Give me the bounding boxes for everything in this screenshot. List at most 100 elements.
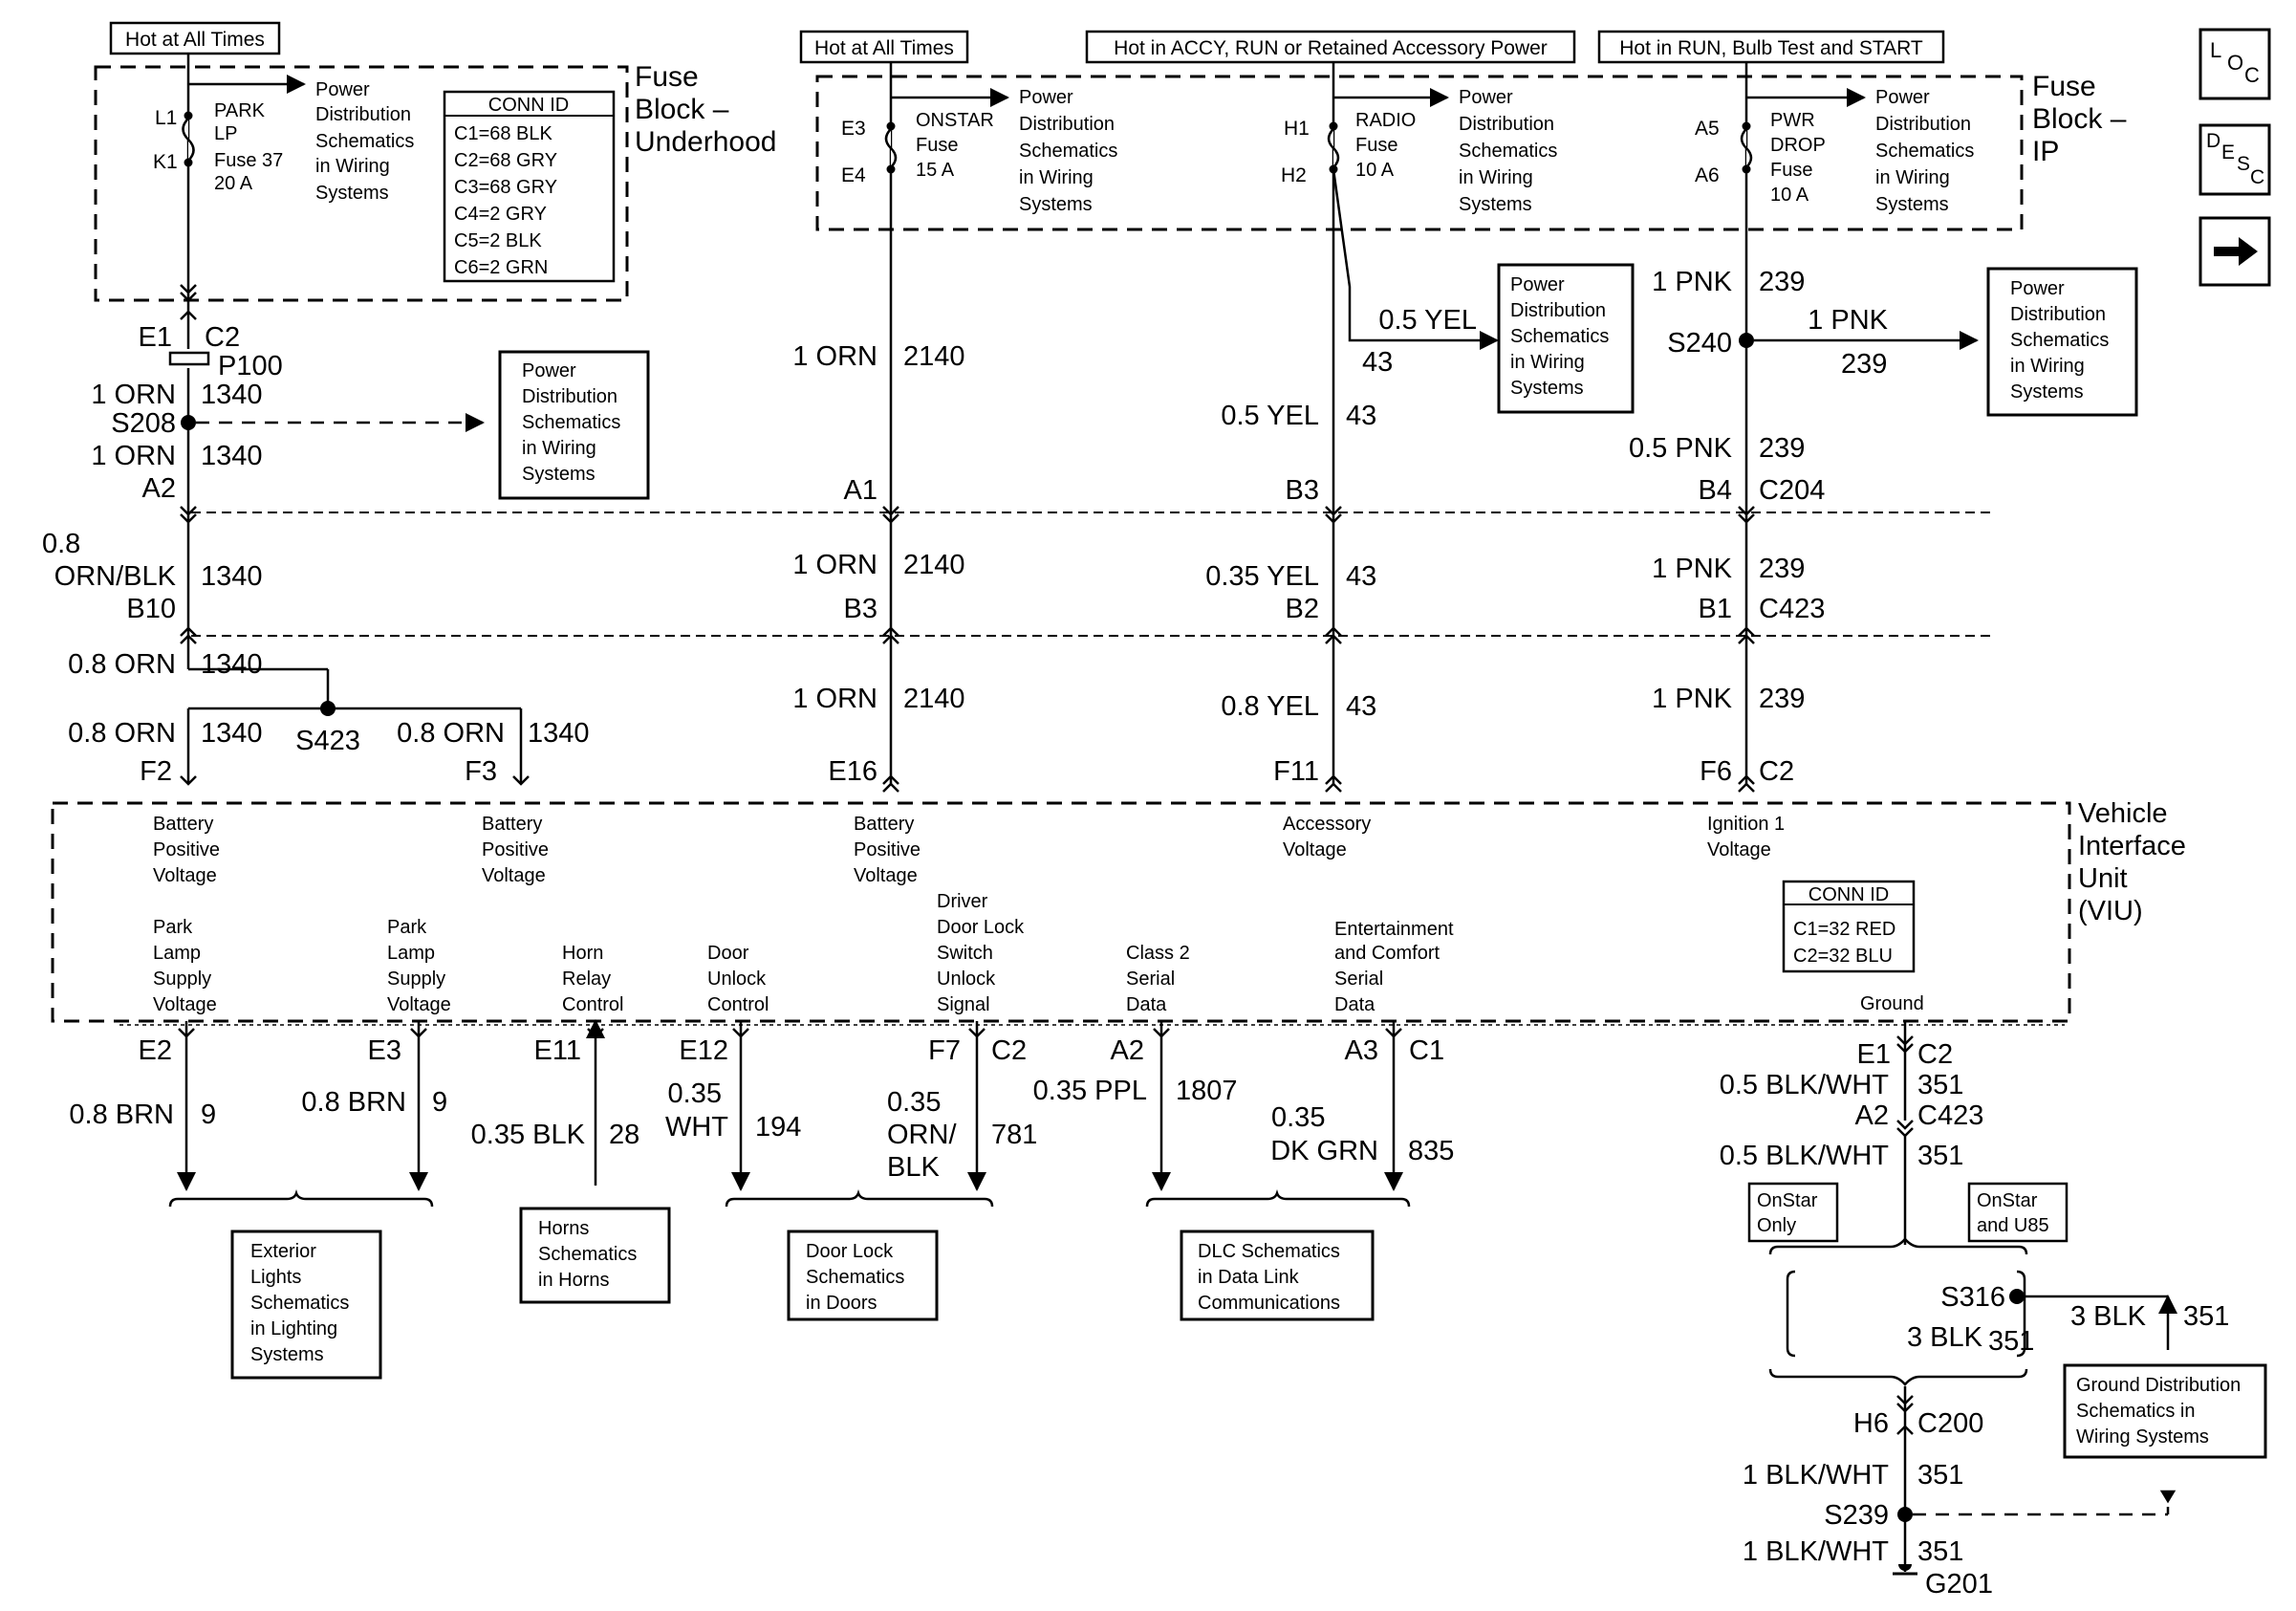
- svg-text:28: 28: [609, 1120, 639, 1150]
- svg-text:Horn: Horn: [562, 943, 603, 964]
- svg-text:Block –: Block –: [635, 94, 729, 125]
- vehicle-interface-unit: Vehicle Interface Unit (VIU) Battery Pos…: [51, 798, 2186, 1023]
- svg-text:Power: Power: [522, 360, 576, 381]
- svg-text:Voltage: Voltage: [387, 994, 451, 1015]
- svg-text:C: C: [2244, 63, 2260, 87]
- exterior-lights-ref[interactable]: Exterior Lights Schematics in Lighting S…: [230, 1230, 382, 1380]
- svg-text:351: 351: [1917, 1460, 1963, 1491]
- svg-text:Hot at All Times: Hot at All Times: [125, 29, 265, 51]
- svg-text:ORN/BLK: ORN/BLK: [54, 561, 177, 592]
- svg-text:Park: Park: [153, 917, 193, 938]
- svg-text:Fuse: Fuse: [1355, 135, 1397, 156]
- svg-text:DROP: DROP: [1770, 135, 1826, 156]
- power-distribution-ref-left[interactable]: Power Distribution Schematics in Wiring …: [498, 350, 650, 500]
- power-distribution-ref-mid[interactable]: Power Distribution Schematics in Wiring …: [1497, 263, 1635, 414]
- svg-text:Underhood: Underhood: [635, 126, 776, 158]
- next-page-arrow-button[interactable]: [2199, 216, 2271, 287]
- svg-text:0.35: 0.35: [887, 1087, 941, 1118]
- svg-text:DK GRN: DK GRN: [1270, 1136, 1378, 1166]
- onstar-u85-tag: OnStar and U85: [1967, 1182, 2069, 1243]
- svg-text:Schematics: Schematics: [522, 412, 620, 433]
- svg-text:Schematics: Schematics: [1875, 141, 1974, 162]
- svg-text:Schematics: Schematics: [2010, 330, 2109, 351]
- svg-text:Vehicle: Vehicle: [2078, 798, 2168, 829]
- svg-text:CONN ID: CONN ID: [488, 95, 569, 116]
- svg-text:0.35 YEL: 0.35 YEL: [1205, 561, 1319, 592]
- svg-text:Battery: Battery: [854, 814, 914, 835]
- svg-text:781: 781: [991, 1120, 1037, 1150]
- svg-text:in Wiring: in Wiring: [522, 438, 596, 459]
- horns-ref[interactable]: Horns Schematics in Horns: [519, 1207, 671, 1304]
- power-distribution-ref-right[interactable]: Power Distribution Schematics in Wiring …: [1986, 267, 2138, 417]
- svg-text:Exterior: Exterior: [250, 1241, 316, 1262]
- dlc-ref[interactable]: DLC Schematics in Data Link Communicatio…: [1180, 1230, 1375, 1321]
- svg-text:Lights: Lights: [250, 1267, 301, 1288]
- svg-text:B3: B3: [844, 594, 877, 624]
- svg-text:RADIO: RADIO: [1355, 110, 1416, 131]
- svg-text:C2: C2: [1917, 1039, 1953, 1070]
- svg-text:F6: F6: [1700, 756, 1732, 787]
- circuit-43: 0.5 YEL 43 0.5 YEL 43 B3 0.35 YEL 43 B2 …: [1205, 168, 1499, 787]
- svg-text:Fuse 37: Fuse 37: [214, 150, 283, 171]
- svg-text:A2: A2: [1855, 1100, 1889, 1131]
- svg-text:ONSTAR: ONSTAR: [916, 110, 994, 131]
- loc-button[interactable]: L O C: [2199, 28, 2271, 100]
- svg-text:C2: C2: [1759, 756, 1794, 787]
- svg-text:0.35 BLK: 0.35 BLK: [471, 1120, 586, 1150]
- svg-text:1 BLK/WHT: 1 BLK/WHT: [1743, 1460, 1889, 1491]
- svg-text:Schematics: Schematics: [1510, 326, 1609, 347]
- circuit-239: 1 PNK 239 S240 1 PNK 239 0.5 PNK 239 B4 …: [1629, 267, 1979, 787]
- svg-text:E2: E2: [139, 1035, 172, 1066]
- svg-text:Power: Power: [315, 79, 370, 100]
- conn-id-box-underhood: CONN ID C1=68 BLK C2=68 GRY C3=68 GRY C4…: [443, 90, 616, 283]
- svg-text:Schematics: Schematics: [1459, 141, 1557, 162]
- svg-text:Fuse: Fuse: [2032, 71, 2096, 102]
- svg-text:A1: A1: [844, 475, 877, 506]
- svg-text:Distribution: Distribution: [1019, 114, 1115, 135]
- door-lock-ref[interactable]: Door Lock Schematics in Doors: [787, 1230, 939, 1321]
- svg-text:in Data Link: in Data Link: [1198, 1267, 1300, 1288]
- svg-text:in Doors: in Doors: [806, 1293, 877, 1314]
- svg-text:2140: 2140: [903, 684, 965, 714]
- svg-text:Schematics: Schematics: [538, 1244, 637, 1265]
- svg-text:E1: E1: [139, 322, 172, 353]
- svg-text:1 PNK: 1 PNK: [1652, 554, 1732, 584]
- svg-text:Power: Power: [1875, 87, 1930, 108]
- svg-text:Hot at All Times: Hot at All Times: [814, 37, 954, 59]
- svg-text:B4: B4: [1699, 475, 1732, 506]
- svg-text:O: O: [2227, 51, 2243, 75]
- svg-text:C5=2 BLK: C5=2 BLK: [454, 230, 542, 251]
- svg-text:F11: F11: [1273, 756, 1319, 787]
- svg-text:Systems: Systems: [2010, 381, 2084, 403]
- svg-text:0.5 PNK: 0.5 PNK: [1629, 433, 1733, 464]
- svg-text:Voltage: Voltage: [1283, 839, 1347, 860]
- onstar-fuse: E3 E4 ONSTAR Fuse 15 A Power Distributio…: [841, 63, 1117, 784]
- svg-text:351: 351: [1988, 1326, 2034, 1357]
- svg-text:A5: A5: [1695, 118, 1720, 140]
- svg-text:C2: C2: [991, 1035, 1027, 1066]
- svg-text:H2: H2: [1281, 164, 1307, 186]
- svg-text:E1: E1: [1857, 1039, 1891, 1070]
- circuit-1340: E1 C2 P100 1 ORN 1340 S208 1 ORN 1340 A2…: [42, 298, 590, 787]
- svg-text:Horns: Horns: [538, 1218, 589, 1239]
- svg-text:1340: 1340: [528, 718, 590, 749]
- svg-text:in Horns: in Horns: [538, 1270, 609, 1291]
- svg-text:1 PNK: 1 PNK: [1808, 305, 1888, 336]
- ground-distribution-ref[interactable]: Ground Distribution Schematics in Wiring…: [2063, 1363, 2267, 1459]
- svg-text:Fuse: Fuse: [916, 135, 958, 156]
- svg-text:Positive: Positive: [153, 839, 220, 860]
- svg-text:Control: Control: [707, 994, 769, 1015]
- svg-text:DLC Schematics: DLC Schematics: [1198, 1241, 1340, 1262]
- svg-text:Unit: Unit: [2078, 863, 2128, 894]
- svg-text:Schematics: Schematics: [1019, 141, 1117, 162]
- svg-text:Distribution: Distribution: [2010, 304, 2106, 325]
- svg-text:0.8 ORN: 0.8 ORN: [68, 718, 176, 749]
- svg-text:E11: E11: [534, 1035, 581, 1066]
- svg-text:835: 835: [1408, 1136, 1454, 1166]
- svg-text:0.8 BRN: 0.8 BRN: [301, 1087, 406, 1118]
- svg-text:ORN/: ORN/: [887, 1120, 957, 1150]
- desc-button[interactable]: D E S C: [2199, 123, 2271, 196]
- svg-text:B10: B10: [126, 594, 176, 624]
- header-hot-all-times-mid: Hot at All Times: [799, 30, 969, 64]
- svg-text:H6: H6: [1853, 1408, 1889, 1439]
